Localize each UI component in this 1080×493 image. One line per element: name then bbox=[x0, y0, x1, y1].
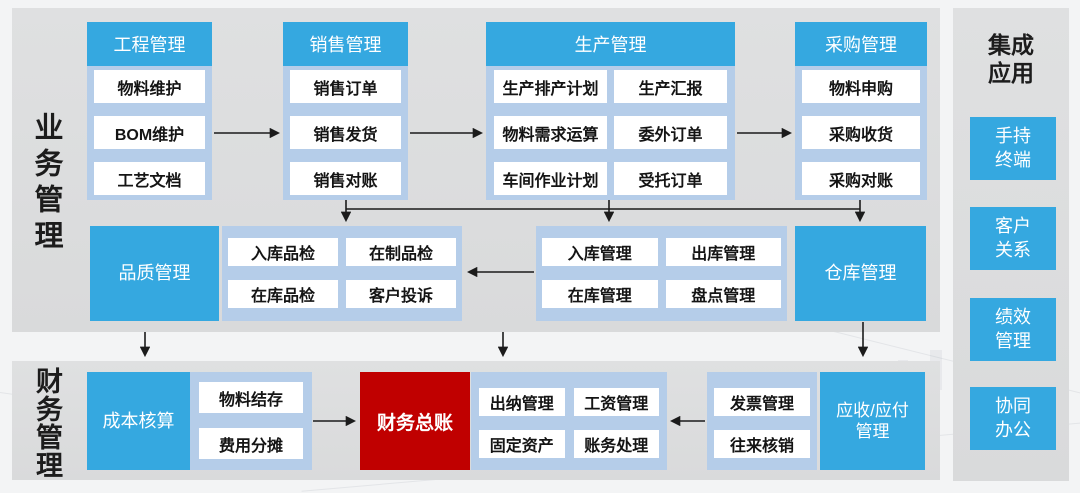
module-item: 采购对账 bbox=[802, 162, 920, 195]
quality-management-block: 品质管理 bbox=[90, 226, 219, 321]
column-header-sales: 销售管理 bbox=[283, 22, 408, 66]
module-column-engineering: 工程管理 物料维护 BOM维护 工艺文档 bbox=[87, 22, 212, 200]
invoice-items-group: 发票管理 往来核销 bbox=[707, 372, 817, 470]
module-item: 固定资产 bbox=[479, 430, 565, 458]
integration-item-crm: 客户关系 bbox=[970, 207, 1056, 270]
module-item: 在制品检 bbox=[346, 238, 456, 266]
finance-section-label: 财务管理 bbox=[32, 367, 62, 479]
module-item: 盘点管理 bbox=[665, 280, 781, 308]
module-item: 在库管理 bbox=[542, 280, 658, 308]
column-header-production: 生产管理 bbox=[486, 22, 735, 66]
module-item: 发票管理 bbox=[714, 388, 810, 416]
module-item: 销售订单 bbox=[290, 70, 401, 103]
ar-ap-label: 应收/应付管理 bbox=[836, 400, 909, 441]
module-item: 采购收货 bbox=[802, 116, 920, 149]
module-item: 出库管理 bbox=[665, 238, 781, 266]
integration-item-handheld: 手持终端 bbox=[970, 117, 1056, 180]
warehouse-management-block: 仓库管理 bbox=[795, 226, 926, 321]
module-item: 工资管理 bbox=[573, 388, 659, 416]
integration-item-performance: 绩效管理 bbox=[970, 298, 1056, 361]
module-item: BOM维护 bbox=[94, 116, 205, 149]
module-item: 生产排产计划 bbox=[494, 70, 607, 103]
column-body-production: 生产排产计划 生产汇报 物料需求运算 委外订单 车间作业计划 受托订单 bbox=[486, 66, 735, 200]
module-item: 账务处理 bbox=[573, 430, 659, 458]
module-item: 费用分摊 bbox=[199, 428, 303, 459]
module-item: 受托订单 bbox=[614, 162, 727, 195]
module-item: 物料申购 bbox=[802, 70, 920, 103]
column-body-sales: 销售订单 销售发货 销售对账 bbox=[283, 66, 408, 200]
cost-accounting-block: 成本核算 bbox=[87, 372, 190, 470]
module-item: 生产汇报 bbox=[614, 70, 727, 103]
module-item: 出纳管理 bbox=[479, 388, 565, 416]
module-item: 销售发货 bbox=[290, 116, 401, 149]
module-item: 往来核销 bbox=[714, 430, 810, 458]
module-item: 客户投诉 bbox=[346, 280, 456, 308]
module-item: 物料结存 bbox=[199, 382, 303, 413]
module-item: 入库品检 bbox=[228, 238, 338, 266]
module-item: 入库管理 bbox=[542, 238, 658, 266]
module-item: 销售对账 bbox=[290, 162, 401, 195]
module-item: 物料维护 bbox=[94, 70, 205, 103]
module-column-production: 生产管理 生产排产计划 生产汇报 物料需求运算 委外订单 车间作业计划 受托订单 bbox=[486, 22, 735, 200]
general-ledger-block: 财务总账 bbox=[360, 372, 470, 470]
module-item: 在库品检 bbox=[228, 280, 338, 308]
business-section-label: 业务管理 bbox=[30, 112, 62, 256]
integration-item-collaboration: 协同办公 bbox=[970, 387, 1056, 450]
cost-items-group: 物料结存 费用分摊 bbox=[190, 372, 312, 470]
warehouse-items-group: 入库管理 出库管理 在库管理 盘点管理 bbox=[536, 226, 787, 321]
column-header-procurement: 采购管理 bbox=[795, 22, 927, 66]
module-item: 车间作业计划 bbox=[494, 162, 607, 195]
module-column-procurement: 采购管理 物料申购 采购收货 采购对账 bbox=[795, 22, 927, 200]
quality-items-group: 入库品检 在制品检 在库品检 客户投诉 bbox=[222, 226, 462, 321]
module-item: 工艺文档 bbox=[94, 162, 205, 195]
column-header-engineering: 工程管理 bbox=[87, 22, 212, 66]
integration-title: 集成应用 bbox=[988, 32, 1034, 86]
column-body-procurement: 物料申购 采购收货 采购对账 bbox=[795, 66, 927, 200]
module-item: 委外订单 bbox=[614, 116, 727, 149]
module-item: 物料需求运算 bbox=[494, 116, 607, 149]
column-body-engineering: 物料维护 BOM维护 工艺文档 bbox=[87, 66, 212, 200]
ar-ap-block: 应收/应付管理 bbox=[820, 372, 925, 470]
cashier-items-group: 出纳管理 工资管理 固定资产 账务处理 bbox=[471, 372, 667, 470]
module-column-sales: 销售管理 销售订单 销售发货 销售对账 bbox=[283, 22, 408, 200]
